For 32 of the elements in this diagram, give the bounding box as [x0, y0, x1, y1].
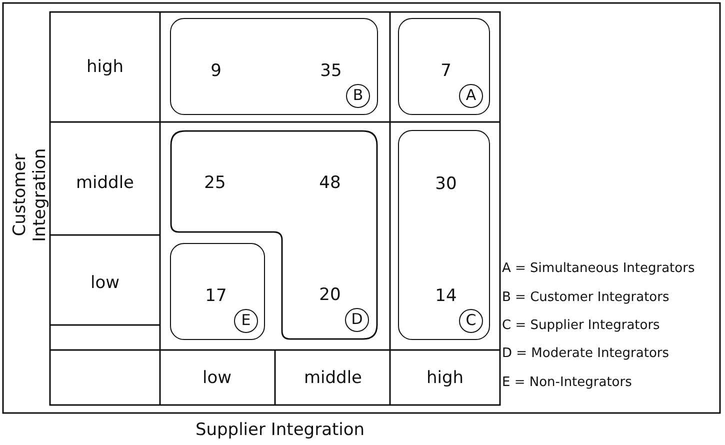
rounded-group-outline — [170, 130, 378, 340]
cell-value: 25 — [204, 173, 226, 193]
cell-value: 17 — [205, 286, 227, 306]
column-header: low — [202, 368, 232, 388]
rounded-group-outline — [398, 130, 490, 340]
circled-letter: A — [459, 84, 483, 108]
circled-letter: D — [345, 308, 369, 332]
legend-text: B = Customer Integrators — [502, 290, 670, 305]
row-header: low — [90, 273, 120, 293]
circled-letter: B — [346, 84, 370, 108]
row-header: middle — [76, 173, 134, 193]
legend-text: E = Non-Integrators — [502, 375, 632, 390]
cell-value: 20 — [319, 285, 341, 305]
rounded-group-outline — [170, 243, 265, 340]
legend-text: C = Supplier Integrators — [502, 318, 660, 333]
cell-value: 30 — [435, 174, 457, 194]
circled-letter: E — [234, 309, 258, 333]
cell-value: 9 — [210, 61, 222, 81]
circled-letter: C — [459, 309, 483, 333]
axis-title: Customer Integration — [10, 147, 50, 244]
cell-value: 35 — [320, 61, 342, 81]
row-header: high — [86, 57, 124, 77]
cell-value: 48 — [319, 173, 341, 193]
axis-title: Supplier Integration — [195, 420, 365, 440]
rounded-group-outline — [398, 18, 490, 115]
cell-value: 7 — [440, 61, 452, 81]
rounded-group-outline — [170, 18, 378, 115]
cell-value: 14 — [435, 286, 457, 306]
legend-text: A = Simultaneous Integrators — [502, 261, 695, 276]
legend-text: D = Moderate Integrators — [502, 346, 670, 361]
column-header: high — [426, 368, 464, 388]
column-header: middle — [304, 368, 362, 388]
